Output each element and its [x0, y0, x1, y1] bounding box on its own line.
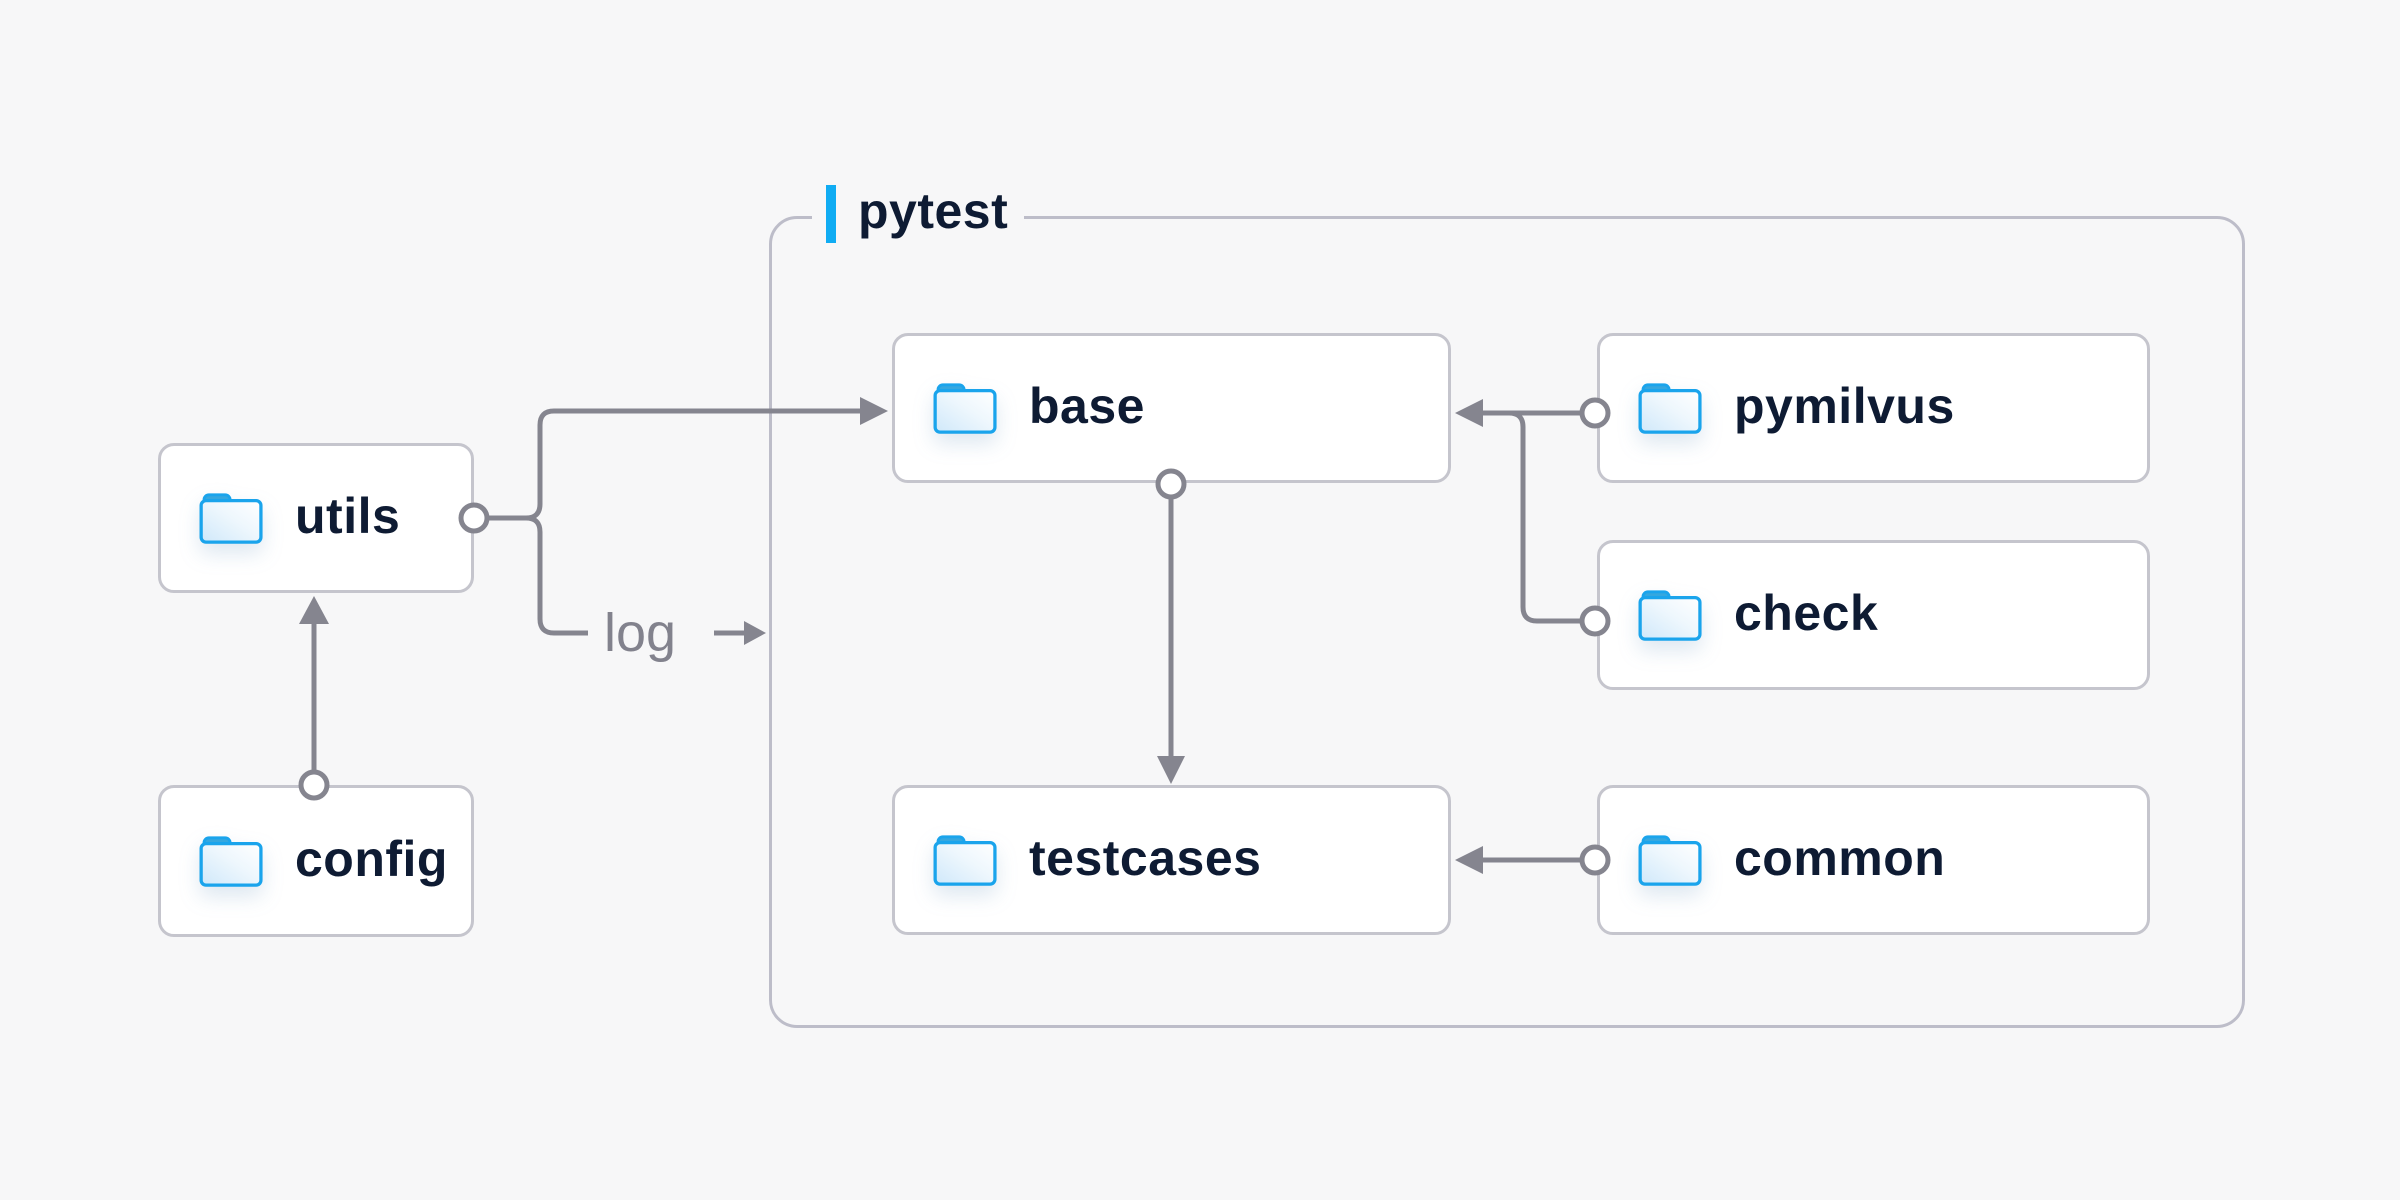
- folder-node-testcases: testcases: [892, 785, 1451, 935]
- folder-node-label: base: [1029, 378, 1145, 434]
- arrowhead-into-utils: [299, 596, 329, 624]
- edge-label-log: log: [604, 603, 677, 663]
- folder-icon: [1638, 833, 1704, 887]
- folder-node-pymilvus: pymilvus: [1597, 333, 2150, 483]
- folder-node-label: pymilvus: [1734, 378, 1955, 434]
- folder-node-common: common: [1597, 785, 2150, 935]
- folder-node-label: testcases: [1029, 830, 1262, 886]
- folder-node-base: base: [892, 333, 1451, 483]
- folder-node-config: config: [158, 785, 474, 937]
- folder-icon: [1638, 588, 1704, 642]
- edge-utils-log: [488, 515, 588, 636]
- folder-icon: [199, 834, 265, 888]
- pytest-group-container: [769, 216, 2245, 1028]
- pytest-group-title: pytest: [858, 183, 1009, 239]
- folder-node-label: check: [1734, 585, 1879, 641]
- folder-icon: [933, 833, 999, 887]
- folder-icon: [1638, 381, 1704, 435]
- folder-node-label: utils: [295, 488, 401, 544]
- folder-node-label: config: [295, 831, 448, 887]
- arrowhead-log: [744, 621, 766, 645]
- pytest-group-label: pytest: [812, 181, 1025, 247]
- accent-bar: [826, 185, 836, 243]
- folder-node-label: common: [1734, 830, 1946, 886]
- folder-node-check: check: [1597, 540, 2150, 690]
- folder-icon: [199, 491, 265, 545]
- folder-node-utils: utils: [158, 443, 474, 593]
- folder-icon: [933, 381, 999, 435]
